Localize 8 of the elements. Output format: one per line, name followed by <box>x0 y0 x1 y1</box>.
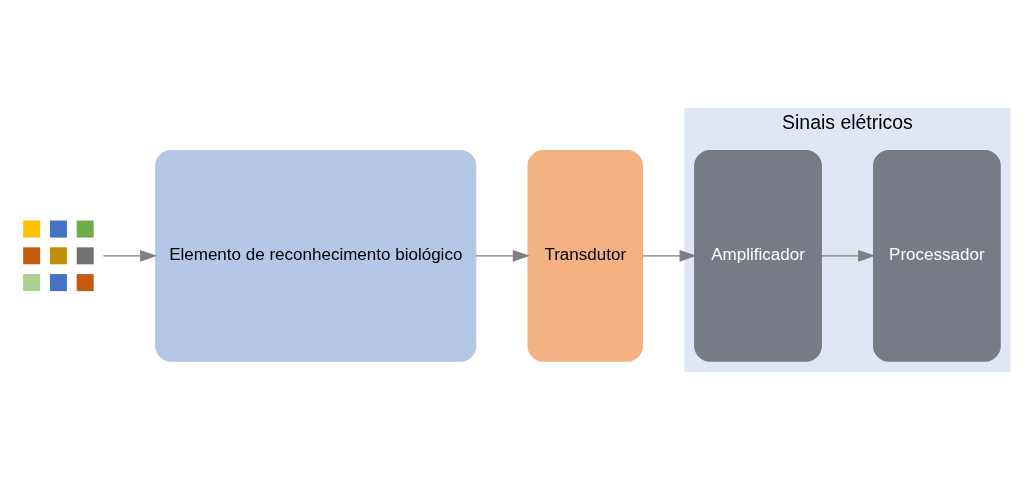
arrow <box>820 249 876 262</box>
arrow <box>102 249 158 262</box>
node-box: Amplificador <box>694 149 822 362</box>
arrow <box>642 249 697 262</box>
arrow <box>475 249 530 262</box>
node-box: Transdutor <box>527 149 644 362</box>
node-box: Elemento de reconhecimento biológico <box>155 149 477 362</box>
node-box: Processador <box>873 149 1001 362</box>
